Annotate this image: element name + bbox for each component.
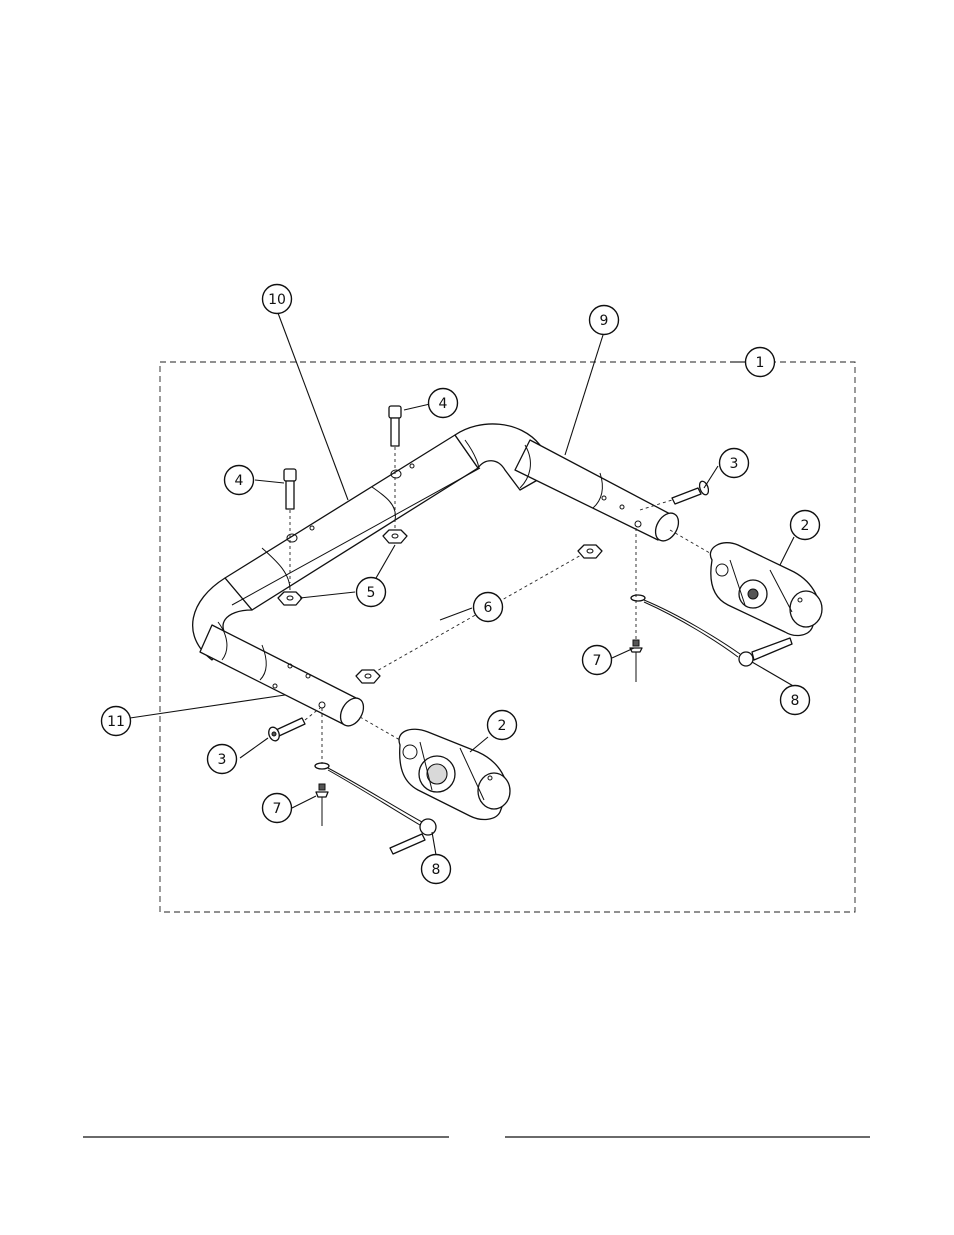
callout-number: 5 [367,585,376,601]
pin-3-right [672,480,710,504]
callout-number: 1 [756,355,765,371]
callout-number: 7 [273,801,282,817]
callout-number: 6 [484,600,493,616]
nut-6-left [356,670,380,683]
callout-7b: 7 [263,794,292,823]
callout-9: 9 [590,306,619,335]
callout-number: 4 [235,473,244,489]
callout-11: 11 [102,707,131,736]
callout-number: 10 [268,292,286,308]
callout-8b: 8 [422,855,451,884]
callout-5: 5 [357,578,386,607]
housing-2-left [399,729,510,819]
bolt-4-left [284,469,296,509]
housing-2-right [710,543,822,636]
callout-number: 9 [600,313,609,329]
callout-4a: 4 [429,389,458,418]
callout-number: 2 [498,718,507,734]
pin-3-left [267,718,305,742]
callout-1: 1 [746,348,775,377]
callout-number: 8 [791,693,800,709]
rivet-7-right [630,640,642,682]
callout-2a: 2 [791,511,820,540]
callout-6: 6 [474,593,503,622]
callout-number: 4 [439,396,448,412]
u-frame [193,424,684,730]
rivet-7-left [316,784,328,826]
callout-number: 3 [218,752,227,768]
bolt-4-right [389,406,401,446]
callout-number: 3 [730,456,739,472]
callout-number: 11 [107,714,125,730]
callout-4b: 4 [225,466,254,495]
nut-5-right [383,530,407,543]
callout-number: 7 [593,653,602,669]
nut-6-right [578,545,602,558]
nut-5-left [278,592,302,605]
callout-2b: 2 [488,711,517,740]
callout-3a: 3 [720,449,749,478]
callout-3b: 3 [208,745,237,774]
callout-7a: 7 [583,646,612,675]
callout-10: 10 [263,285,292,314]
callout-number: 2 [801,518,810,534]
callout-8a: 8 [781,686,810,715]
callout-number: 8 [432,862,441,878]
